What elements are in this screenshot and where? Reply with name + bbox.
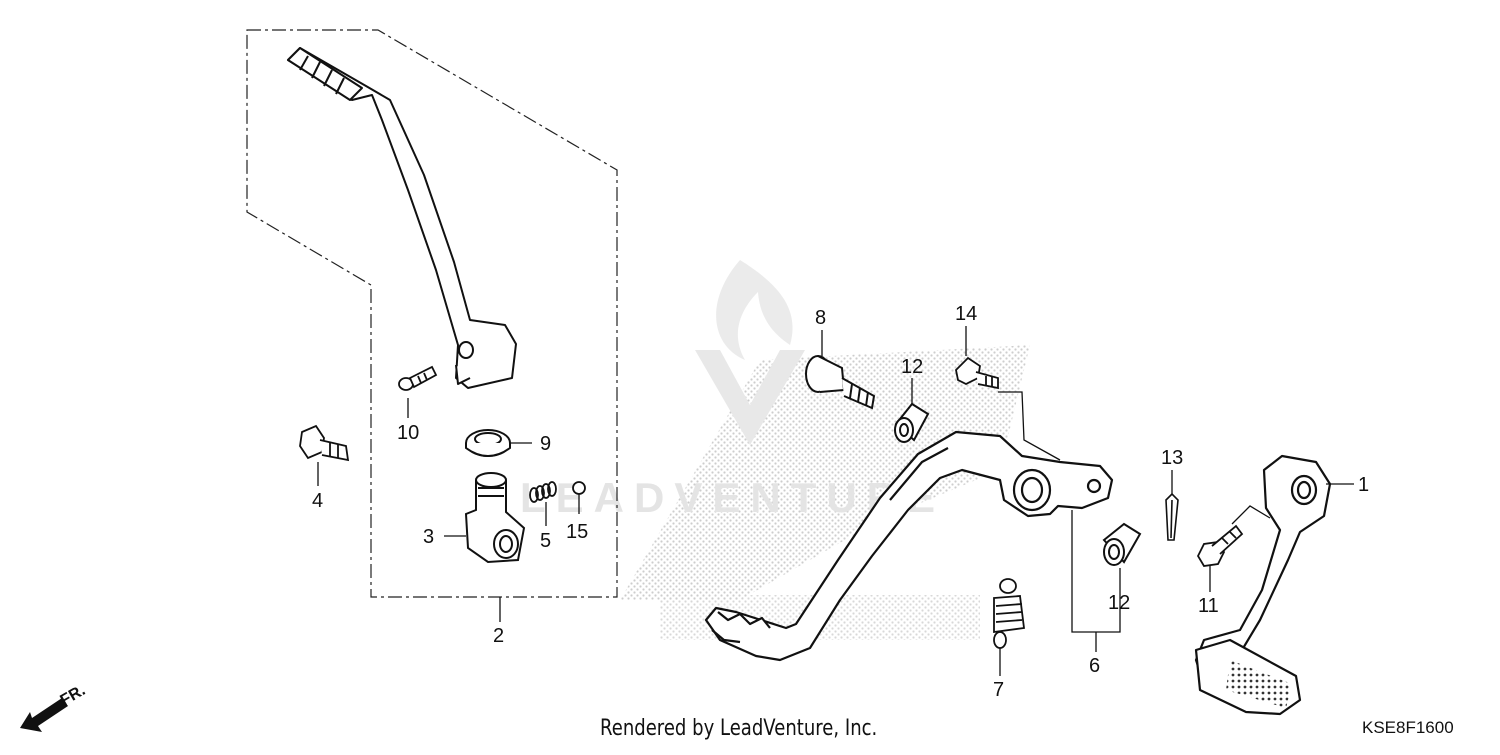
callout-9[interactable]: 9 (540, 433, 551, 455)
kit-boundary (246, 29, 618, 598)
spring-7[interactable] (993, 578, 1026, 649)
cotter-pin-13[interactable] (1165, 492, 1179, 541)
callout-15[interactable]: 15 (566, 521, 588, 543)
callouts: 1 2 3 4 5 6 7 8 9 10 11 12 12 13 14 15 (312, 303, 1369, 701)
callout-13[interactable]: 13 (1161, 447, 1183, 469)
leader-lines (317, 326, 1354, 676)
brake-pedal-6[interactable] (704, 430, 1114, 662)
callout-6[interactable]: 6 (1089, 655, 1100, 677)
callout-4[interactable]: 4 (312, 490, 323, 512)
spring-5[interactable] (529, 481, 557, 503)
spindle-3[interactable] (464, 472, 526, 564)
credit-text: Rendered by LeadVenture, Inc. (600, 716, 878, 741)
callout-12-upper[interactable]: 12 (901, 356, 923, 378)
pivot-bolt-8[interactable] (805, 355, 876, 410)
callout-5[interactable]: 5 (540, 530, 551, 552)
front-arrow-icon (20, 698, 68, 732)
ball-15[interactable] (572, 481, 586, 495)
bolt-10[interactable] (398, 365, 438, 391)
gearshift-pedal-1[interactable] (1194, 454, 1332, 716)
callout-10[interactable]: 10 (397, 422, 419, 444)
callout-3[interactable]: 3 (423, 526, 434, 548)
callout-11[interactable]: 11 (1198, 595, 1219, 617)
bushing-12-upper[interactable] (894, 402, 930, 443)
watermark-text: LEADVENTURE (520, 474, 945, 521)
diagram-code: KSE8F1600 (1362, 718, 1454, 737)
seal-9[interactable] (465, 429, 511, 457)
callout-2[interactable]: 2 (493, 625, 504, 647)
diagram-footer: Rendered by LeadVenture, Inc. KSE8F1600 (0, 716, 1500, 746)
bolt-4[interactable] (299, 424, 350, 462)
bolt-11[interactable] (1196, 524, 1244, 567)
callout-14[interactable]: 14 (955, 303, 977, 325)
callout-12-lower[interactable]: 12 (1108, 592, 1130, 614)
callout-7[interactable]: 7 (993, 679, 1004, 701)
callout-8[interactable]: 8 (815, 307, 826, 329)
callout-1[interactable]: 1 (1358, 474, 1369, 496)
bushing-12-lower[interactable] (1102, 522, 1142, 566)
clip-14[interactable] (955, 356, 999, 390)
kick-starter-arm[interactable] (287, 47, 517, 389)
